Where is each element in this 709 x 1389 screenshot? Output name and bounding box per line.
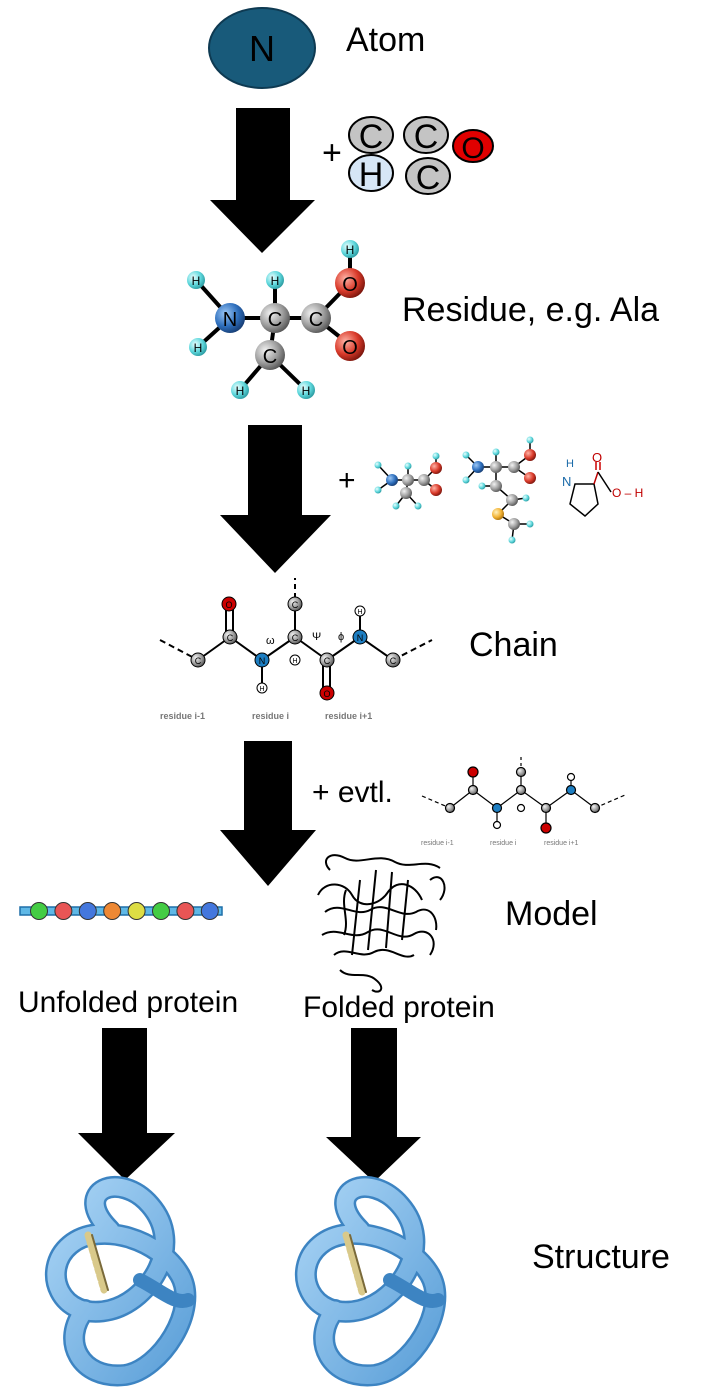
small-molecule-2-icon: [462, 436, 536, 544]
svg-text:C: C: [195, 656, 202, 666]
folded-protein-ribbon-icon: [317, 854, 446, 993]
svg-text:C: C: [268, 309, 282, 331]
amino-acid-bead: [152, 902, 170, 920]
svg-text:C: C: [416, 159, 441, 197]
arrow-down-3: [220, 741, 316, 886]
plus-evtl-label: + evtl.: [312, 776, 393, 809]
svg-text:O: O: [323, 689, 330, 699]
svg-text:C: C: [309, 309, 323, 331]
small-chain-icon: [421, 754, 626, 834]
proline-structure-icon: [569, 462, 612, 517]
arrow-down-2: [220, 425, 331, 573]
svg-text:Ψ: Ψ: [312, 631, 321, 643]
svg-text:C: C: [359, 118, 384, 156]
svg-text:C: C: [227, 633, 234, 643]
svg-text:O: O: [342, 274, 358, 296]
arrow-down-5: [326, 1028, 421, 1182]
chain-label: Chain: [469, 626, 558, 664]
svg-text:residue i: residue i: [490, 840, 517, 847]
folded-structure-knot-icon: [294, 1176, 447, 1387]
svg-text:H: H: [566, 458, 574, 470]
atom-label: Atom: [346, 21, 426, 59]
nitrogen-atom-icon: [208, 7, 316, 89]
svg-text:H: H: [357, 609, 362, 616]
svg-text:H: H: [359, 156, 384, 194]
svg-text:O – H: O – H: [612, 486, 643, 500]
residue-label: Residue, e.g. Ala: [402, 291, 660, 329]
svg-text:H: H: [346, 243, 355, 257]
amino-acid-bead: [54, 902, 73, 920]
small-molecule-1-icon: [374, 452, 442, 510]
svg-text:N: N: [562, 474, 571, 489]
element-circles-icon: C C O H C: [348, 116, 494, 197]
svg-text:H: H: [194, 341, 203, 355]
svg-text:N: N: [223, 309, 237, 331]
arrow-down-1: [210, 108, 315, 253]
amino-acid-bead: [103, 902, 122, 920]
amino-acid-bead: [30, 902, 48, 920]
atom-symbol: N: [249, 28, 275, 69]
svg-text:C: C: [390, 656, 397, 666]
svg-text:H: H: [236, 384, 245, 398]
model-label: Model: [505, 895, 598, 933]
amino-acid-bead: [78, 902, 97, 920]
svg-text:O: O: [461, 132, 484, 165]
svg-text:O: O: [342, 337, 358, 359]
chain-residue-label-i: residue i: [252, 711, 289, 721]
svg-text:H: H: [271, 274, 280, 288]
svg-text:C: C: [292, 633, 299, 643]
amino-acid-bead: [127, 902, 146, 920]
structure-label: Structure: [532, 1238, 670, 1276]
svg-text:ω: ω: [266, 635, 275, 647]
arrow-down-4: [78, 1028, 175, 1180]
svg-text:H: H: [292, 658, 297, 665]
svg-text:O: O: [225, 600, 232, 610]
svg-text:H: H: [192, 274, 201, 288]
svg-text:C: C: [292, 600, 299, 610]
svg-text:residue i+1: residue i+1: [544, 840, 579, 847]
svg-text:O: O: [592, 450, 602, 465]
plus-sign-2: +: [338, 464, 356, 497]
chain-residue-label-next: residue i+1: [325, 711, 372, 721]
svg-text:N: N: [357, 633, 364, 643]
svg-text:N: N: [259, 656, 266, 666]
svg-text:H: H: [302, 384, 311, 398]
chain-residue-label-prev: residue i-1: [160, 711, 205, 721]
unfolded-structure-knot-icon: [44, 1176, 197, 1387]
svg-text:C: C: [324, 656, 331, 666]
amino-acid-bead: [200, 902, 219, 920]
plus-sign-1: +: [322, 134, 342, 172]
unfolded-protein-label: Unfolded protein: [18, 986, 239, 1019]
amino-acid-bead: [176, 902, 195, 920]
svg-text:C: C: [263, 346, 277, 368]
svg-text:C: C: [414, 118, 439, 156]
svg-text:H: H: [259, 686, 264, 693]
svg-text:ϕ: ϕ: [338, 631, 344, 643]
folded-protein-label: Folded protein: [303, 991, 495, 1024]
svg-text:residue i-1: residue i-1: [421, 840, 454, 847]
unfolded-protein-bead-icon: [19, 902, 223, 920]
